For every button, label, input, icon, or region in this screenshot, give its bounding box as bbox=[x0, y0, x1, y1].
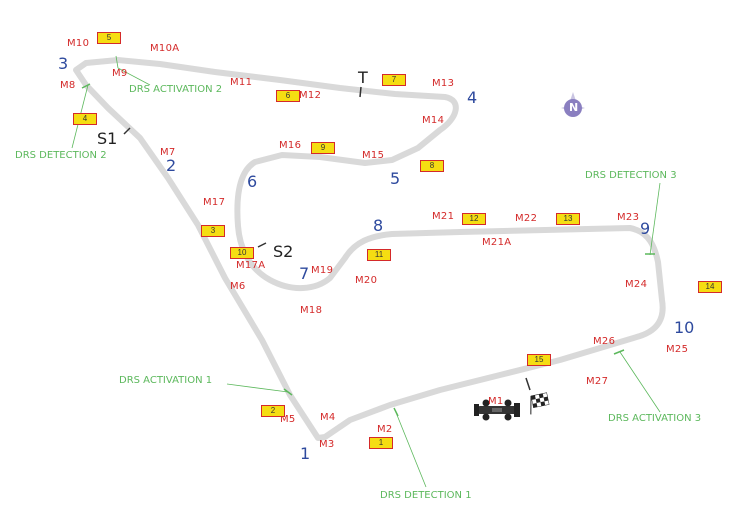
turn-label-5: 5 bbox=[390, 169, 401, 188]
marker-m19: M19 bbox=[311, 265, 334, 276]
marker-m23: M23 bbox=[617, 212, 640, 223]
turn-label-9: 9 bbox=[640, 219, 651, 238]
marker-m21: M21 bbox=[432, 211, 455, 222]
marker-m2: M2 bbox=[377, 424, 393, 435]
marshal-post-10: 10 bbox=[230, 247, 254, 259]
drs-detection-2-label: DRS DETECTION 2 bbox=[15, 150, 107, 161]
marker-m3: M3 bbox=[319, 439, 335, 450]
marshal-post-15: 15 bbox=[527, 354, 551, 366]
speed-trap-label: T bbox=[358, 68, 368, 87]
s1-line bbox=[123, 127, 131, 135]
marker-m14: M14 bbox=[422, 115, 445, 126]
drs-activation-2-label: DRS ACTIVATION 2 bbox=[129, 84, 223, 95]
turn-label-7: 7 bbox=[299, 264, 310, 283]
marshal-post-4: 4 bbox=[73, 113, 97, 125]
marker-m24: M24 bbox=[625, 279, 648, 290]
marker-m9: M9 bbox=[112, 68, 128, 79]
marshal-post-8: 8 bbox=[420, 160, 444, 172]
turn-label-3: 3 bbox=[58, 54, 69, 73]
marshal-post-11: 11 bbox=[367, 249, 391, 261]
marker-m15: M15 bbox=[362, 150, 385, 161]
compass-icon bbox=[561, 92, 585, 117]
drs-activation-1-label: DRS ACTIVATION 1 bbox=[119, 375, 213, 386]
marker-m18: M18 bbox=[300, 305, 323, 316]
sector-1-label: S1 bbox=[97, 129, 118, 148]
marshal-post-9: 9 bbox=[311, 142, 335, 154]
marshal-post-12: 12 bbox=[462, 213, 486, 225]
turn-label-2: 2 bbox=[166, 156, 177, 175]
marker-m10a: M10A bbox=[150, 43, 180, 54]
turn-label-10: 10 bbox=[674, 318, 695, 337]
marker-m12: M12 bbox=[299, 90, 322, 101]
speed-trap-line bbox=[359, 86, 362, 98]
marker-m7: M7 bbox=[160, 147, 176, 158]
car-icon bbox=[474, 399, 520, 421]
marker-m21a: M21A bbox=[482, 237, 512, 248]
marshal-post-13: 13 bbox=[556, 213, 580, 225]
marker-m13: M13 bbox=[432, 78, 455, 89]
marshal-post-2: 2 bbox=[261, 405, 285, 417]
marker-m10: M10 bbox=[67, 38, 90, 49]
marker-m22: M22 bbox=[515, 213, 538, 224]
turn-label-1: 1 bbox=[300, 444, 311, 463]
marshal-post-5: 5 bbox=[97, 32, 121, 44]
turn-label-6: 6 bbox=[247, 172, 258, 191]
marker-m16: M16 bbox=[279, 140, 302, 151]
turn-label-4: 4 bbox=[467, 88, 478, 107]
finish-line bbox=[525, 377, 531, 391]
marker-m1: M1 bbox=[488, 396, 504, 407]
drs-detection-1-label: DRS DETECTION 1 bbox=[380, 490, 472, 501]
marshal-post-14: 14 bbox=[698, 281, 722, 293]
marshal-post-7: 7 bbox=[382, 74, 406, 86]
marker-m5: M5 bbox=[280, 414, 296, 425]
marker-m4: M4 bbox=[320, 412, 336, 423]
marker-m20: M20 bbox=[355, 275, 378, 286]
s2-line bbox=[257, 242, 267, 248]
marker-m17: M17 bbox=[203, 197, 226, 208]
track-outline bbox=[73, 57, 666, 441]
marker-m17a: M17A bbox=[236, 260, 266, 271]
marker-m6: M6 bbox=[230, 281, 246, 292]
marker-m8: M8 bbox=[60, 80, 76, 91]
marshal-post-6: 6 bbox=[276, 90, 300, 102]
marshal-post-3: 3 bbox=[201, 225, 225, 237]
marker-m26: M26 bbox=[593, 336, 616, 347]
turn-label-8: 8 bbox=[373, 216, 384, 235]
sector-2-label: S2 bbox=[273, 242, 294, 261]
drs-activation-3-label: DRS ACTIVATION 3 bbox=[608, 413, 702, 424]
drs-leaders bbox=[71, 55, 661, 488]
chequered-flag-icon bbox=[530, 392, 550, 415]
marker-m25: M25 bbox=[666, 344, 689, 355]
marker-m11: M11 bbox=[230, 77, 253, 88]
marshal-post-1: 1 bbox=[369, 437, 393, 449]
drs-detection-3-label: DRS DETECTION 3 bbox=[585, 170, 677, 181]
compass-north-label: N bbox=[569, 101, 579, 114]
marker-m27: M27 bbox=[586, 376, 609, 387]
